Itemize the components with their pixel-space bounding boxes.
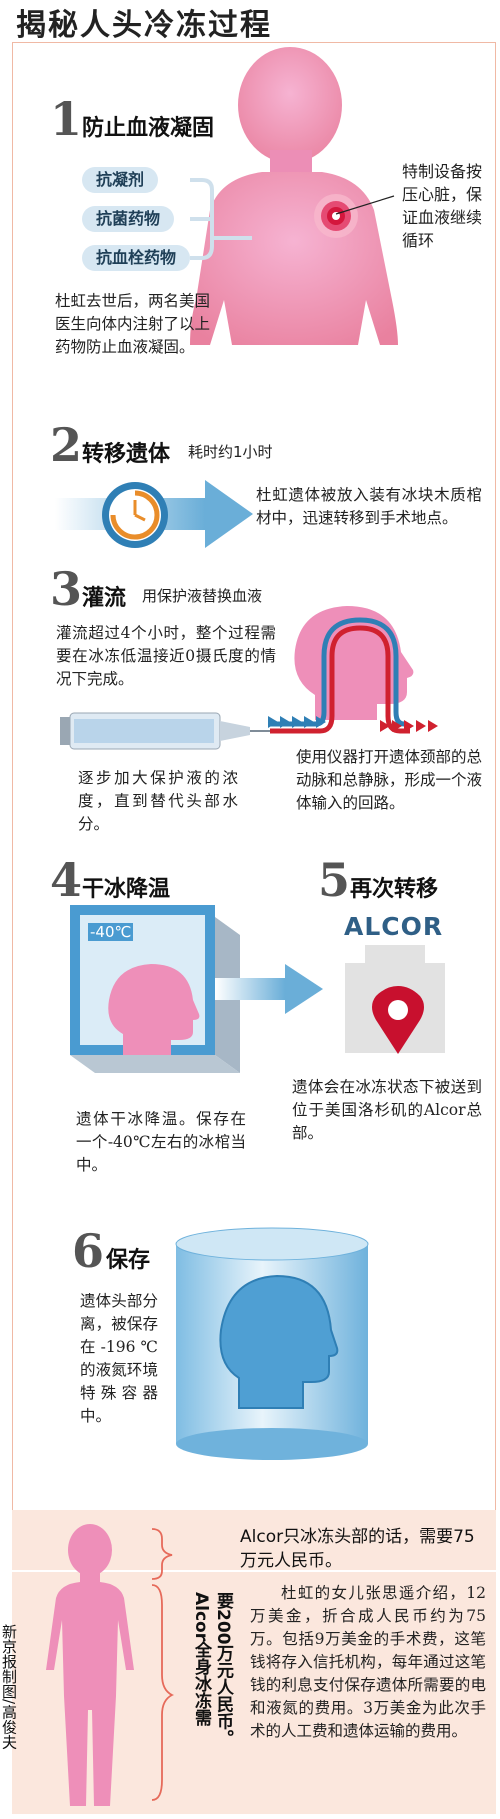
clock-icon xyxy=(102,482,168,548)
section-2-title: 转移遗体 xyxy=(82,442,171,467)
standing-figure-icon xyxy=(46,1524,134,1806)
container-head-icon xyxy=(219,1274,339,1409)
section-2-subtitle: 耗时约1小时 xyxy=(188,443,273,461)
page-title: 揭秘人头冷冻过程 xyxy=(16,8,272,43)
section-5-number: 5 xyxy=(318,853,351,907)
section-4-number: 4 xyxy=(50,853,83,907)
section-5-text: 遗体会在冰冻状态下被送到位于美国洛杉矶的Alcor总部。 xyxy=(292,1078,482,1142)
device-note: 特制设备按压心脏，保证血液继续循环 xyxy=(402,162,483,250)
coffin-head-icon xyxy=(108,964,200,1055)
section-6-number: 6 xyxy=(72,1224,105,1278)
drug-pill-anticoagulant: 抗凝剂 xyxy=(82,167,159,193)
device-connector-line xyxy=(335,195,395,215)
section-6-title: 保存 xyxy=(106,1248,151,1273)
bottom-divider xyxy=(12,1570,496,1572)
drug-bracket-line xyxy=(190,178,252,260)
credit-text: 新京报制图/高俊夫 xyxy=(0,1624,18,1750)
alcor-logo: ALCOR xyxy=(344,912,444,941)
flow-arrows-icon xyxy=(268,716,438,732)
section-3-number: 3 xyxy=(50,562,83,616)
section-3-subtitle: 用保护液替换血液 xyxy=(142,587,263,605)
section-6-text: 遗体头部分离，被保存在-196℃的液氮环境特殊容器中。 xyxy=(80,1292,158,1425)
brace-icon xyxy=(151,1528,175,1801)
section-3-text-left: 逐步加大保护液的浓度，直到替代头部水分。 xyxy=(78,769,238,833)
section-1-text: 杜虹去世后，两名美国医生向体内注射了以上药物防止血液凝固。 xyxy=(55,292,211,356)
coffin-temp-label: -40℃ xyxy=(88,923,134,941)
heart-target-icon xyxy=(314,194,358,238)
section-3-title: 灌流 xyxy=(82,586,127,611)
syringe-icon xyxy=(60,712,270,750)
vessel-loop-icon xyxy=(270,617,410,734)
section-3-text-right: 使用仪器打开遗体颈部的总动脉和总静脉，形成一个液体输入的回路。 xyxy=(296,748,483,812)
bottom-text: 杜虹的女儿张思遥介绍，12万美金，折合成人民币约为75万。包括9万美金的手术费，… xyxy=(250,1584,486,1740)
section-4-text: 遗体干冰降温。保存在一个-40℃左右的冰棺当中。 xyxy=(76,1110,246,1174)
drug-pill-antibacterial: 抗菌药物 xyxy=(82,206,175,232)
head-only-cost: Alcor只冰冻头部的话，需要75万元人民币。 xyxy=(240,1527,475,1571)
full-body-cost-col1: Alcor全身冰冻需 xyxy=(191,1592,211,1727)
section-3-text-top: 灌流超过4个小时，整个过程需要在冰冻低温接近0摄氏度的情况下完成。 xyxy=(56,624,276,688)
transfer-arrow-2-icon xyxy=(215,964,323,1014)
section-2-number: 2 xyxy=(50,418,83,472)
section-1-number: 1 xyxy=(50,92,83,146)
section-5-title: 再次转移 xyxy=(350,877,439,902)
drug-pill-antithrombotic: 抗血栓药物 xyxy=(82,245,191,271)
section-2-text: 杜虹遗体被放入装有冰块木质棺材中，迅速转移到手术地点。 xyxy=(256,486,482,527)
full-body-cost-col2: 要200万元人民币。 xyxy=(213,1592,233,1747)
section-4-title: 干冰降温 xyxy=(82,877,171,902)
location-pin-icon xyxy=(372,986,424,1054)
section-1-title: 防止血液凝固 xyxy=(82,116,215,141)
